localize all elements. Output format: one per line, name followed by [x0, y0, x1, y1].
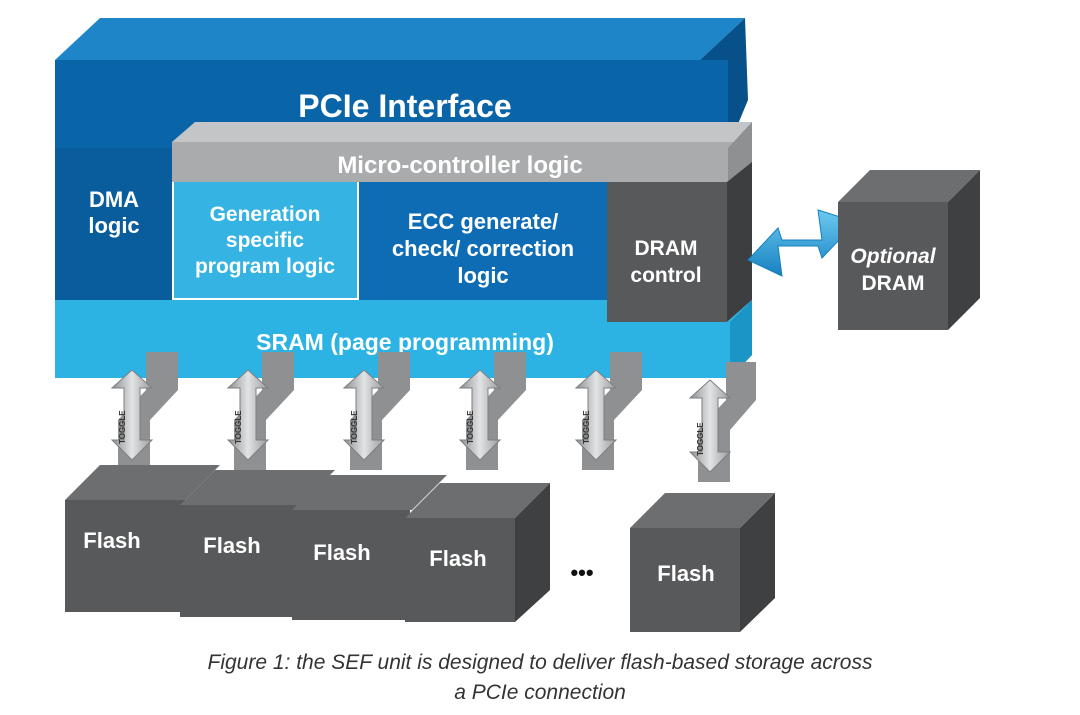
flash-chip-5: Flash — [630, 493, 775, 632]
flash-label: Flash — [657, 561, 714, 586]
dma-label-line2: logic — [88, 213, 139, 238]
toggle-arrow-3: TOGGLE — [342, 352, 410, 470]
dram-control-label-line2: control — [630, 264, 701, 287]
micro-controller-label: Micro-controller logic — [337, 152, 582, 179]
optional-dram-block: Optional DRAM — [838, 170, 980, 330]
ecc-logic-block: ECC generate/ check/ correction logic — [359, 182, 607, 302]
generation-label-line3: program logic — [195, 255, 335, 278]
toggle-label: TOGGLE — [118, 410, 127, 444]
flash-chip-3: Flash — [292, 475, 447, 620]
toggle-label: TOGGLE — [350, 410, 359, 444]
toggle-label: TOGGLE — [234, 410, 243, 444]
micro-controller-block: Micro-controller logic — [172, 122, 752, 182]
flash-label: Flash — [203, 533, 260, 558]
ecc-label-line3: logic — [457, 263, 508, 288]
caption-line2: a PCIe connection — [454, 681, 626, 704]
figure-caption: Figure 1: the SEF unit is designed to de… — [40, 648, 1040, 708]
toggle-arrow-1: TOGGLE — [110, 352, 178, 470]
toggle-label: TOGGLE — [466, 410, 475, 444]
toggle-label: TOGGLE — [582, 410, 591, 444]
toggle-arrow-2: TOGGLE — [226, 352, 294, 470]
caption-line1: Figure 1: the SEF unit is designed to de… — [207, 651, 873, 674]
generation-label-line2: specific — [226, 229, 305, 252]
sram-label: SRAM (page programming) — [256, 329, 554, 355]
ecc-label-line1: ECC generate/ — [408, 209, 558, 234]
dram-control-block: DRAM control — [607, 162, 752, 322]
generation-logic-block: Generation specific program logic — [174, 182, 357, 298]
optional-dram-label-line1: Optional — [850, 245, 936, 268]
dma-label-line1: DMA — [89, 187, 139, 212]
ecc-label-line2: check/ correction — [392, 236, 574, 261]
pcie-interface-label: PCIe Interface — [298, 88, 511, 124]
toggle-arrow-5: TOGGLE — [574, 352, 642, 470]
toggle-arrow-6: TOGGLE — [688, 362, 756, 482]
flash-chip-2: Flash — [180, 470, 335, 617]
optional-dram-label-line2: DRAM — [862, 272, 925, 295]
flash-label: Flash — [313, 540, 370, 565]
flash-chip-4: Flash — [405, 483, 550, 622]
toggle-arrow-4: TOGGLE — [458, 352, 526, 470]
sram-block: SRAM (page programming) — [55, 300, 752, 378]
flash-label: Flash — [83, 528, 140, 553]
flash-chips: Flash Flash Flash Flash ••• Flash — [65, 465, 775, 632]
ellipsis: ••• — [570, 560, 593, 585]
dram-control-label-line1: DRAM — [635, 237, 698, 260]
toggle-label: TOGGLE — [696, 422, 705, 456]
dma-logic-block: DMA logic — [55, 148, 172, 300]
generation-label-line1: Generation — [210, 203, 321, 226]
flash-chip-1: Flash — [65, 465, 220, 612]
flash-label: Flash — [429, 546, 486, 571]
toggle-arrows: TOGGLE TOGGLE TOGGLE TOGGLE TOGGLE TOGGL… — [110, 352, 756, 482]
